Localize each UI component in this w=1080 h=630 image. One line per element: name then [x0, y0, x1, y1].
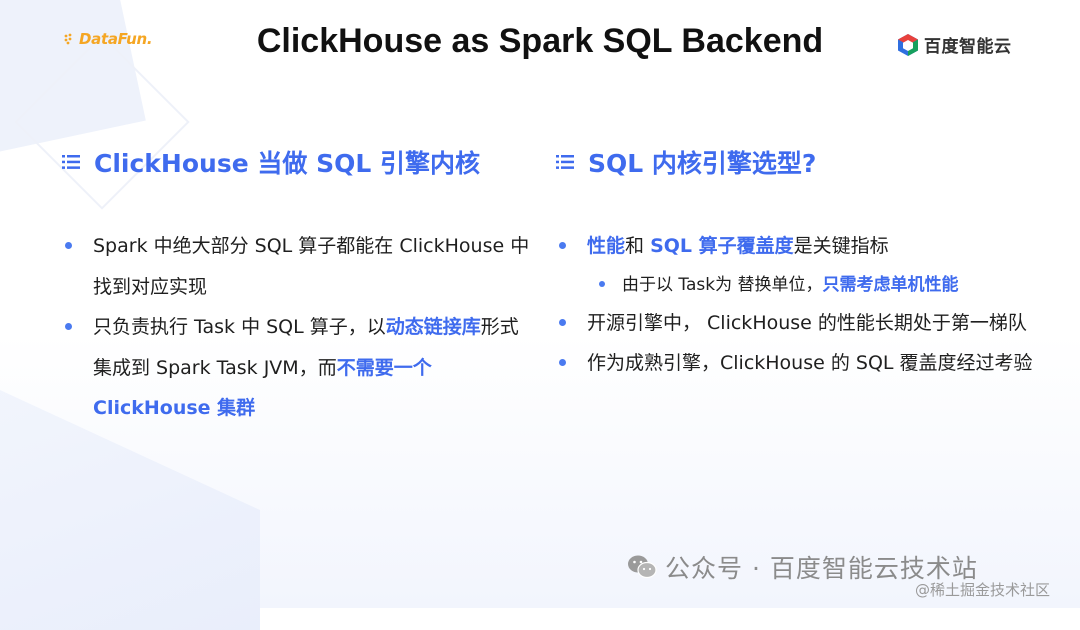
left-heading-text: ClickHouse 当做 SQL 引擎内核	[94, 149, 480, 178]
list-icon	[62, 155, 80, 169]
right-bullet-list: 性能和 SQL 算子覆盖度是关键指标 由于以 Task为 替换单位，只需考虑单机…	[556, 226, 1036, 384]
list-item: 只负责执行 Task 中 SQL 算子，以动态链接库形式集成到 Spark Ta…	[62, 307, 532, 429]
datafun-logo-icon	[64, 33, 72, 45]
baidu-cloud-logo: 百度智能云	[897, 32, 1012, 57]
list-item: 开源引擎中， ClickHouse 的性能长期处于第一梯队	[556, 303, 1036, 344]
wechat-icon	[628, 555, 657, 579]
datafun-logo: DataFun.	[64, 28, 153, 50]
list-item-text: Spark 中绝大部分 SQL 算子都能在 ClickHouse 中找到对应实现	[93, 235, 530, 298]
slide-title: ClickHouse as Spark SQL Backend	[256, 22, 824, 60]
right-heading-text: SQL 内核引擎选型?	[588, 149, 817, 178]
right-column-heading: SQL 内核引擎选型?	[556, 144, 816, 180]
highlight-text: 性能	[587, 235, 626, 257]
bullet-dot-icon	[65, 323, 72, 330]
footer-text: 公众号 · 百度智能云技术站	[665, 554, 978, 583]
sub-list-item: 由于以 Task为 替换单位，只需考虑单机性能	[587, 267, 1036, 303]
list-item: 性能和 SQL 算子覆盖度是关键指标	[556, 226, 1036, 267]
left-bullet-list: Spark 中绝大部分 SQL 算子都能在 ClickHouse 中找到对应实现…	[62, 226, 532, 429]
list-item-text: 开源引擎中， ClickHouse 的性能长期处于第一梯队	[587, 311, 1027, 334]
bullet-dot-icon	[559, 242, 566, 249]
bullet-dot-icon	[559, 359, 566, 366]
list-item: 作为成熟引擎，ClickHouse 的 SQL 覆盖度经过考验	[556, 343, 1036, 384]
list-item-text: 作为成熟引擎，ClickHouse 的 SQL 覆盖度经过考验	[587, 352, 1033, 374]
datafun-logo-text: DataFun.	[79, 30, 153, 48]
list-item-text: 形式集成到 Spark Task JVM，而	[93, 316, 519, 379]
bullet-dot-icon	[559, 318, 566, 326]
highlight-text: 不需要一个 ClickHouse 集群	[93, 356, 432, 420]
bullet-dot-icon	[65, 242, 72, 249]
sub-item-text: 由于以 Task为 替换单位，	[622, 274, 823, 295]
bullet-dot-icon	[599, 280, 605, 287]
list-item-text: 只负责执行 Task 中 SQL 算子，以	[93, 316, 386, 338]
highlight-text: 只需考虑单机性能	[822, 274, 959, 295]
list-item: Spark 中绝大部分 SQL 算子都能在 ClickHouse 中找到对应实现	[62, 226, 532, 307]
left-column-heading: ClickHouse 当做 SQL 引擎内核	[62, 144, 480, 180]
highlight-text: 动态链接库	[385, 316, 481, 338]
list-item-text: 是关键指标	[793, 235, 889, 257]
baidu-cloud-logo-text: 百度智能云	[924, 37, 1012, 57]
footer-account: 公众号 · 百度智能云技术站	[627, 549, 978, 585]
baidu-cloud-logo-icon	[898, 33, 918, 56]
list-item-text: 和	[625, 235, 651, 257]
highlight-text: SQL 算子覆盖度	[650, 235, 794, 257]
watermark: @稀土掘金技术社区	[915, 581, 1051, 599]
list-icon	[556, 155, 574, 169]
